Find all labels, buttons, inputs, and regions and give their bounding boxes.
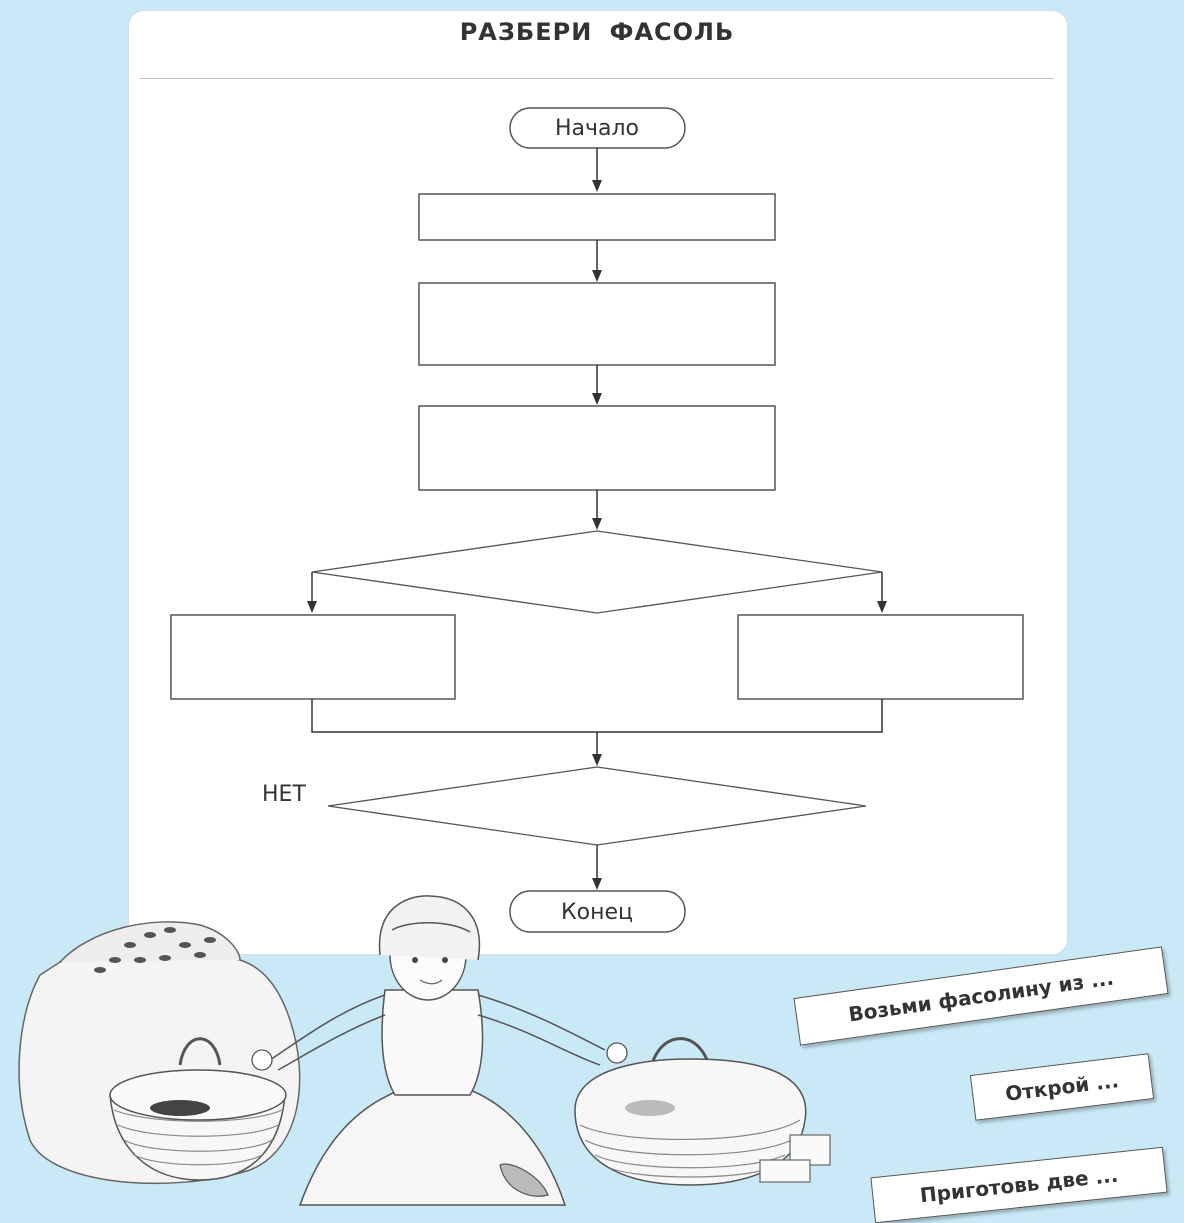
arrowhead-decision2 <box>592 754 602 766</box>
step1-box[interactable] <box>418 193 776 241</box>
arrowhead-step2 <box>592 270 602 282</box>
title-divider <box>140 78 1054 79</box>
step3-box[interactable] <box>418 405 776 491</box>
arrowhead-left-box <box>307 601 317 613</box>
end-node: Конец <box>509 890 686 933</box>
start-node: Начало <box>509 107 686 149</box>
arrowhead-right-box <box>877 601 887 613</box>
decision1-diamond[interactable] <box>311 530 883 614</box>
bean-pile-icon <box>759 1134 831 1183</box>
girl-icon <box>251 895 628 1206</box>
arrowhead-step3 <box>592 393 602 405</box>
start-label: Начало <box>555 116 639 141</box>
arrowhead-end <box>592 878 602 890</box>
no-branch-label: НЕТ <box>262 782 306 807</box>
left-basket-icon <box>109 1037 287 1181</box>
arrowhead-decision1 <box>592 518 602 530</box>
left-branch-box[interactable] <box>170 614 456 700</box>
right-basket-icon <box>574 1037 807 1186</box>
arrowhead-step1 <box>592 180 602 192</box>
right-branch-box[interactable] <box>737 614 1024 700</box>
end-label: Конец <box>561 900 633 925</box>
page-title: РАЗБЕРИ ФАСОЛЬ <box>459 18 735 46</box>
